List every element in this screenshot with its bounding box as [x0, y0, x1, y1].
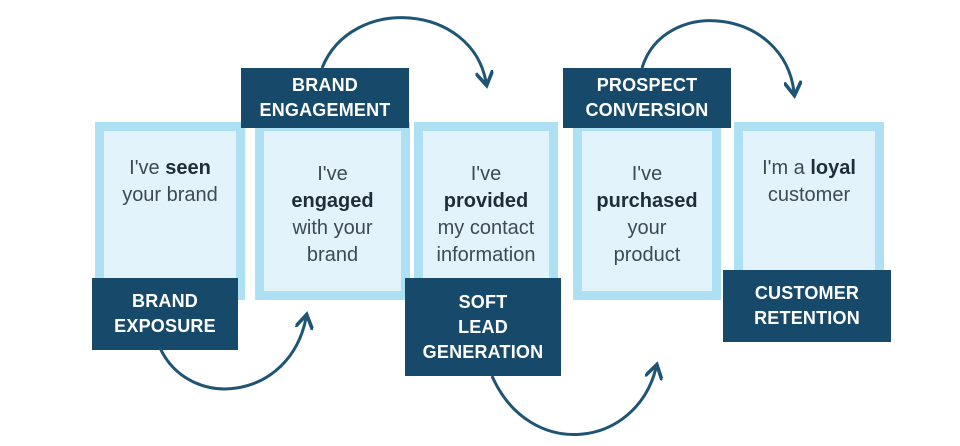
label-line: CONVERSION [585, 100, 709, 120]
stage-card-4: I've purchased your product [573, 122, 721, 300]
statement-line: your [588, 215, 706, 242]
label-line: BRAND [132, 291, 198, 311]
statement-line: provided [429, 188, 543, 215]
statement-line: I've [270, 161, 395, 188]
statement-text: your [627, 217, 667, 239]
statement-text: my contact [437, 217, 535, 239]
emphasis-word: engaged [291, 190, 374, 212]
label-line: SOFT [458, 291, 508, 312]
stage-statement: I've provided my contact information [423, 161, 549, 269]
stage-label-customer-retention: CUSTOMER RETENTION [723, 270, 891, 342]
statement-text: your brand [122, 184, 218, 206]
label-line: LEAD [458, 316, 508, 337]
label-line: EXPOSURE [114, 316, 216, 336]
emphasis-word: provided [443, 190, 529, 212]
statement-line: I've [429, 161, 543, 188]
stage-card-3: I've provided my contact information [414, 122, 558, 300]
statement-text: I've [129, 157, 166, 179]
statement-text: with your [292, 217, 373, 239]
statement-text: brand [306, 244, 359, 266]
label-line: ENGAGEMENT [259, 100, 391, 120]
label-line: RETENTION [754, 308, 860, 328]
label-line: PROSPECT [596, 75, 698, 95]
statement-line: purchased [588, 188, 706, 215]
stage-label-prospect-conversion: PROSPECT CONVERSION [563, 68, 731, 128]
statement-line: engaged [270, 188, 395, 215]
label-line: GENERATION [422, 341, 544, 362]
statement-line: I've [588, 161, 706, 188]
statement-line: my contact [429, 215, 543, 242]
label-line: CUSTOMER [754, 283, 860, 303]
statement-text: customer [767, 184, 851, 206]
statement-line: with your [270, 215, 395, 242]
emphasis-word: loyal [810, 157, 856, 179]
arrow-lead-to-conversion [490, 368, 656, 437]
statement-text: I've [470, 163, 502, 185]
stage-label-brand-exposure: BRAND EXPOSURE [92, 278, 238, 350]
statement-text: product [613, 244, 681, 266]
label-line: BRAND [292, 75, 358, 95]
statement-line: I've seen [110, 155, 230, 182]
statement-line: your brand [110, 182, 230, 209]
statement-line: I'm a loyal [749, 155, 869, 182]
statement-text: I've [317, 163, 348, 185]
statement-text: information [436, 244, 536, 266]
statement-text: I've [631, 163, 663, 185]
stage-card-2: I've engaged with your brand [255, 122, 410, 300]
stage-label-soft-lead-generation: SOFT LEAD GENERATION [405, 278, 561, 376]
emphasis-word: purchased [596, 190, 698, 212]
statement-line: information [429, 242, 543, 269]
statement-line: brand [270, 242, 395, 269]
stage-label-brand-engagement: BRAND ENGAGEMENT [241, 68, 409, 128]
stage-statement: I've engaged with your brand [264, 161, 401, 269]
statement-line: product [588, 242, 706, 269]
statement-line: customer [749, 182, 869, 209]
emphasis-word: seen [165, 157, 211, 179]
stage-statement: I've purchased your product [582, 161, 712, 269]
statement-text: I'm a [762, 157, 811, 179]
